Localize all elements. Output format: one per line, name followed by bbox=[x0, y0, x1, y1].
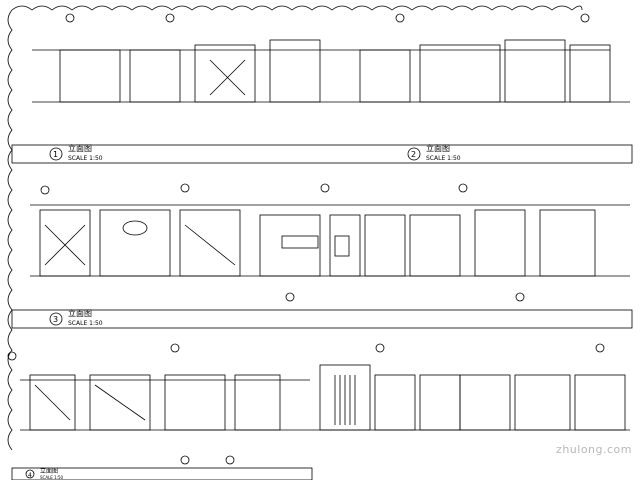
row-1-label-circle bbox=[49, 147, 63, 161]
elevation-panel bbox=[474, 209, 526, 277]
detail-callout bbox=[515, 292, 525, 302]
detail-callout bbox=[65, 13, 75, 23]
row-2-title: 立面图 bbox=[68, 308, 92, 318]
elevation-panel bbox=[194, 44, 256, 103]
elevation-panel bbox=[459, 374, 511, 431]
elevation-panel bbox=[374, 374, 416, 431]
elevation-panel bbox=[419, 44, 501, 103]
elevation-panel bbox=[419, 374, 461, 431]
revision-cloud-outline bbox=[7, 5, 583, 451]
detail-callout bbox=[320, 183, 330, 193]
elevation-panel bbox=[29, 374, 76, 431]
row-3-title: 立面图 bbox=[40, 467, 58, 475]
elevation-panel bbox=[99, 209, 171, 277]
detail-callout bbox=[40, 185, 50, 195]
elevation-panel bbox=[129, 49, 181, 103]
detail-callout bbox=[580, 13, 590, 23]
row-1-scale: SCALE 1:50 bbox=[68, 155, 103, 162]
row-1-secondary-label-circle bbox=[407, 147, 421, 161]
elevation-panel bbox=[164, 374, 226, 431]
row-1-secondary-scale: SCALE 1:50 bbox=[426, 155, 461, 162]
elevation-panel bbox=[569, 44, 611, 103]
detail-callout bbox=[595, 343, 605, 353]
elevation-panel bbox=[504, 39, 566, 103]
elevation-row-1: 1 立面图 SCALE 1:50 2 立面图 SCALE 1:50 bbox=[11, 13, 633, 164]
title-bar bbox=[11, 309, 633, 329]
detail-callout bbox=[225, 455, 235, 465]
elevation-panel bbox=[234, 374, 281, 431]
elevation-panel bbox=[269, 39, 321, 103]
row-2-label-circle bbox=[49, 312, 63, 326]
title-bar bbox=[11, 467, 313, 480]
elevation-panel bbox=[364, 214, 406, 277]
row-1-title: 立面图 bbox=[68, 143, 92, 153]
row-1-secondary-number: 2 bbox=[411, 150, 416, 159]
elevation-panel bbox=[319, 364, 371, 431]
row-2-label-number: 3 bbox=[53, 315, 58, 324]
elevation-panel bbox=[259, 214, 321, 277]
row-2-scale: SCALE 1:50 bbox=[68, 320, 103, 327]
row-1-secondary-title: 立面图 bbox=[426, 143, 450, 153]
elevation-panel bbox=[179, 209, 241, 277]
detail-callout bbox=[170, 343, 180, 353]
detail-callout bbox=[375, 343, 385, 353]
title-bar bbox=[11, 144, 633, 164]
elevation-panel bbox=[409, 214, 461, 277]
detail-callout bbox=[458, 183, 468, 193]
detail-callout bbox=[395, 13, 405, 23]
row-3-label-number: 4 bbox=[28, 472, 32, 479]
elevation-panel bbox=[574, 374, 626, 431]
detail-callout bbox=[180, 183, 190, 193]
vertical-slat-panel bbox=[334, 375, 356, 425]
elevation-panel bbox=[39, 209, 91, 277]
row-3-label-circle bbox=[25, 469, 35, 479]
watermark: zhulong.com bbox=[556, 443, 632, 456]
detail-callout bbox=[285, 292, 295, 302]
elevation-panel bbox=[514, 374, 571, 431]
detail-callout bbox=[180, 455, 190, 465]
elevation-panel bbox=[359, 49, 411, 103]
row-1-label-number: 1 bbox=[53, 150, 58, 159]
elevation-panel bbox=[539, 209, 596, 277]
elevation-panel bbox=[329, 214, 361, 277]
row-3-scale: SCALE 1:50 bbox=[40, 475, 64, 480]
elevation-row-3: 4 立面图 SCALE 1:50 bbox=[7, 343, 630, 480]
elevation-panel bbox=[59, 49, 121, 103]
detail-callout bbox=[7, 351, 17, 361]
detail-callout bbox=[165, 13, 175, 23]
elevation-row-2: 3 立面图 SCALE 1:50 bbox=[11, 183, 633, 329]
elevation-panel bbox=[89, 374, 151, 431]
